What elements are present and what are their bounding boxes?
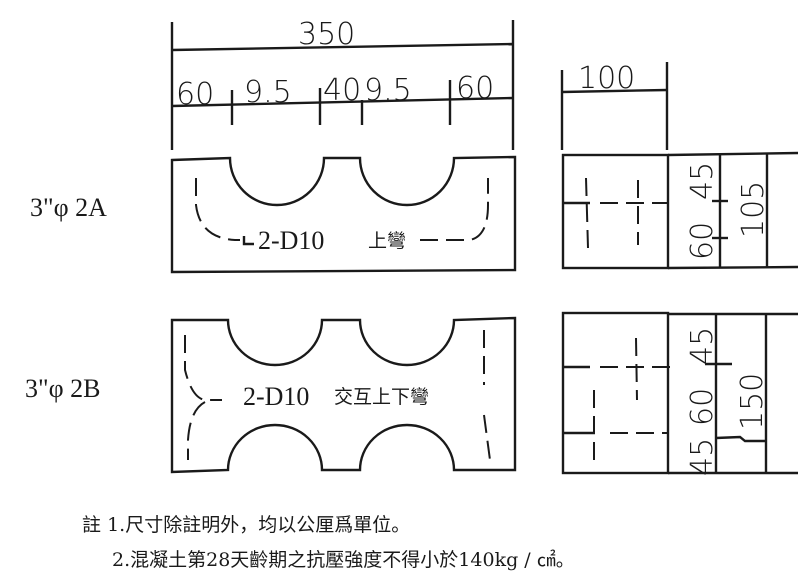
section-2a: 60 45 105 <box>561 151 798 270</box>
block-2b-rebar: 2-D10 <box>243 382 309 411</box>
section-2b-dim-45-bottom: 45 <box>685 438 720 476</box>
section-2b-dim-45-top: 45 <box>685 327 720 365</box>
block-2b-label: 3"φ 2B <box>25 374 100 403</box>
top-dimensions: 350 60 9.5 40 9.5 60 100 <box>170 17 669 150</box>
section-2a-dim-105: 105 <box>736 181 771 238</box>
dim-seg-5: 60 <box>456 71 494 106</box>
note-1: 註 1.尺寸除註明外，均以公厘爲單位。 <box>82 510 410 537</box>
section-2b-dim-60: 60 <box>685 388 720 426</box>
block-2a-label: 3"φ 2A <box>30 193 107 222</box>
dim-overall: 350 <box>298 17 355 52</box>
section-2b-dim-150: 150 <box>735 373 770 430</box>
dim-section-width: 100 <box>578 61 635 96</box>
section-2b: 45 60 45 150 <box>561 311 798 476</box>
note-2: 2.混凝土第28天齡期之抗壓強度不得小於140kg / ㎠。 <box>112 549 575 571</box>
note-prefix: 註 <box>82 514 102 536</box>
block-2a: 3"φ 2A 2-D10 上彎 <box>30 155 517 274</box>
section-2a-dim-45: 45 <box>685 162 720 200</box>
dim-seg-1: 60 <box>176 77 214 112</box>
block-2a-rebar-note: 上彎 <box>368 230 406 252</box>
block-2b: 3"φ 2B 2-D10 交互上下彎 <box>25 316 517 474</box>
block-2a-rebar: 2-D10 <box>258 226 324 255</box>
dim-seg-2: 9.5 <box>244 75 292 110</box>
block-2b-rebar-note: 交互上下彎 <box>334 386 429 408</box>
dim-seg-4: 9.5 <box>364 73 412 108</box>
section-2a-dim-60: 60 <box>685 222 720 260</box>
note-1-text: 1.尺寸除註明外，均以公厘爲單位。 <box>107 514 411 536</box>
dim-seg-3: 40 <box>323 73 361 108</box>
